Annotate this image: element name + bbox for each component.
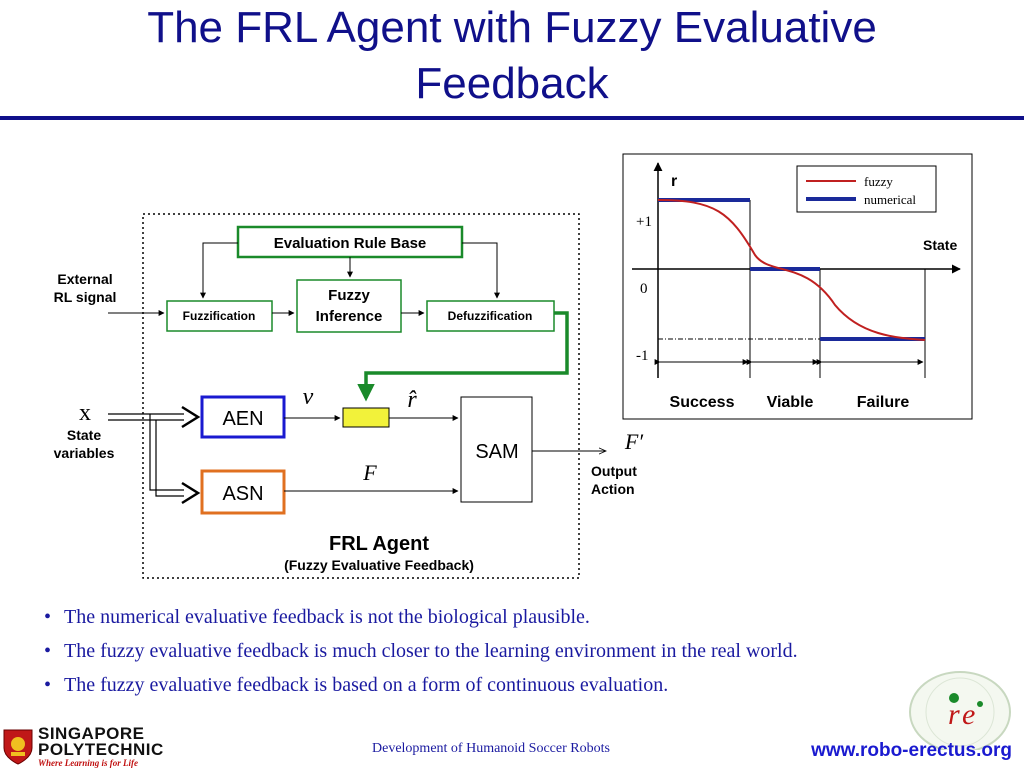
logo-tagline: Where Learning is for Life — [38, 758, 138, 768]
chart-legend — [796, 165, 937, 213]
bullet-item: • The numerical evaluative feedback is no… — [44, 600, 798, 634]
agent-title: FRL Agent — [329, 533, 429, 555]
bullet-dot: • — [44, 674, 52, 696]
sam-box — [460, 396, 533, 503]
fuzzy-inference-label-1: Fuzzy — [328, 287, 370, 304]
aen-box — [200, 395, 286, 439]
title-line-2: Feedback — [415, 59, 609, 108]
svg-text:e: e — [962, 698, 975, 731]
defuzzification-box — [426, 300, 555, 332]
slide-title: The FRL Agent with Fuzzy Evaluative Feed… — [0, 0, 1024, 112]
title-line-1: The FRL Agent with Fuzzy Evaluative — [147, 3, 877, 52]
sam-label: SAM — [475, 441, 518, 463]
title-divider — [0, 116, 1024, 120]
region-failure-label: Failure — [857, 394, 910, 411]
bullet-text: The fuzzy evaluative feedback is much cl… — [64, 640, 798, 662]
bullet-item: • The fuzzy evaluative feedback is based … — [44, 668, 798, 702]
fuzzy-series-curve — [657, 199, 926, 341]
bullet-text: The numerical evaluative feedback is not… — [64, 606, 590, 628]
agent-subtitle: (Fuzzy Evaluative Feedback) — [284, 557, 474, 573]
logo-line-1: SINGAPORE — [38, 724, 145, 743]
frl-agent-diagram: Evaluation Rule Base Fuzzification Fuzzy… — [54, 153, 973, 579]
robo-erectus-logo: r e — [909, 671, 1011, 750]
external-signal-label-1: External — [57, 271, 112, 287]
external-signal-label-2: RL signal — [54, 289, 117, 305]
f-symbol: F — [362, 460, 377, 485]
f-prime-symbol: F′ — [624, 429, 644, 454]
asn-label: ASN — [222, 483, 263, 505]
defuzzification-label: Defuzzification — [448, 309, 533, 323]
output-action-label-1: Output — [591, 463, 637, 479]
logo-line-2: POLYTECHNIC — [38, 740, 164, 759]
aen-label: AEN — [222, 408, 263, 430]
output-action-label-2: Action — [591, 481, 635, 497]
bullet-list: • The numerical evaluative feedback is no… — [44, 600, 798, 702]
state-variables-label-2: variables — [54, 445, 115, 461]
region-viable-label: Viable — [767, 394, 814, 411]
nu-symbol: ν — [303, 384, 314, 410]
footer-center-text: Development of Humanoid Soccer Robots — [372, 741, 610, 756]
asn-box — [200, 469, 286, 515]
r-hat-symbol: r̂ — [407, 387, 417, 413]
singapore-polytechnic-logo: SINGAPORE POLYTECHNIC Where Learning is … — [2, 724, 164, 768]
footer-url-link[interactable]: www.robo-erectus.org — [811, 740, 1012, 761]
rule-base-label: Evaluation Rule Base — [274, 235, 427, 252]
fuzzy-inference-label-2: Inference — [316, 308, 383, 325]
x-axis-label: State — [923, 237, 957, 253]
svg-text:r: r — [948, 698, 960, 731]
region-success-label: Success — [670, 394, 735, 411]
combiner-block — [342, 407, 390, 428]
x-symbol: x — [79, 400, 91, 426]
legend-numerical-label: numerical — [864, 192, 916, 207]
y-axis-label: r — [671, 173, 677, 190]
state-variables-label-1: State — [67, 427, 101, 443]
y-tick-minus1: -1 — [636, 348, 649, 364]
fuzzification-box — [166, 300, 273, 332]
fuzzy-feedback-path — [357, 311, 569, 402]
y-tick-plus1: +1 — [636, 214, 652, 230]
bullet-dot: • — [44, 606, 52, 628]
fuzzy-inference-box — [296, 279, 402, 333]
bullet-dot: • — [44, 640, 52, 662]
fuzzification-label: Fuzzification — [183, 309, 256, 323]
bullet-text: The fuzzy evaluative feedback is based o… — [64, 674, 669, 696]
state-vector-lines — [108, 405, 201, 505]
bullet-item: • The fuzzy evaluative feedback is much c… — [44, 634, 798, 668]
legend-fuzzy-label: fuzzy — [864, 174, 893, 189]
crest-icon — [3, 729, 33, 765]
y-tick-0: 0 — [640, 281, 648, 297]
